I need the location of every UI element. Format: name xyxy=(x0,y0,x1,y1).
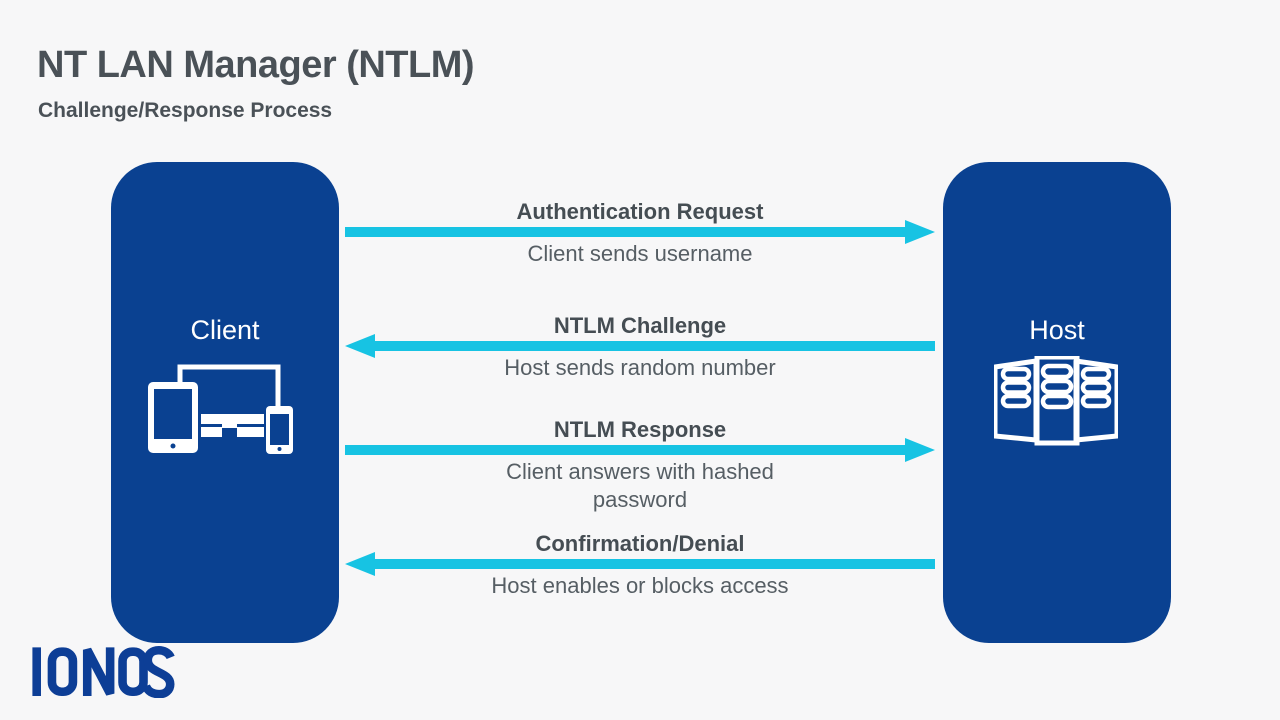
flow-description: Host sends random number xyxy=(504,355,776,380)
flow-description: Client sends username xyxy=(527,241,753,266)
page-title: NT LAN Manager (NTLM) xyxy=(37,44,475,86)
arrow-head xyxy=(345,552,375,576)
flow-title: NTLM Challenge xyxy=(553,313,727,338)
flow-title: Confirmation/Denial xyxy=(535,531,745,556)
flow-description-text: Client answers with hashed password xyxy=(506,459,774,512)
arrow-line xyxy=(375,341,935,351)
arrow-line xyxy=(375,559,935,569)
server-rack-icon xyxy=(994,356,1118,446)
arrow-left-icon xyxy=(345,334,935,358)
arrow-head xyxy=(345,334,375,358)
arrow-line xyxy=(345,227,905,237)
ionos-logo xyxy=(30,645,175,699)
arrow-right-icon xyxy=(345,220,935,244)
host-label: Host xyxy=(1029,315,1085,345)
flow-title: Authentication Request xyxy=(516,199,764,224)
host-node: Host xyxy=(943,162,1171,643)
devices-icon xyxy=(148,364,293,454)
arrow-right-icon xyxy=(345,438,935,462)
flow-description: Client answers with hashed password xyxy=(345,458,935,514)
client-label: Client xyxy=(190,315,260,345)
client-node: Client xyxy=(111,162,339,643)
flow-description: Host enables or blocks access xyxy=(491,573,789,598)
arrow-line xyxy=(345,445,905,455)
arrow-head xyxy=(905,438,935,462)
page-subtitle: Challenge/Response Process xyxy=(38,99,333,122)
arrow-head xyxy=(905,220,935,244)
arrow-left-icon xyxy=(345,552,935,576)
flow-title: NTLM Response xyxy=(553,417,727,442)
